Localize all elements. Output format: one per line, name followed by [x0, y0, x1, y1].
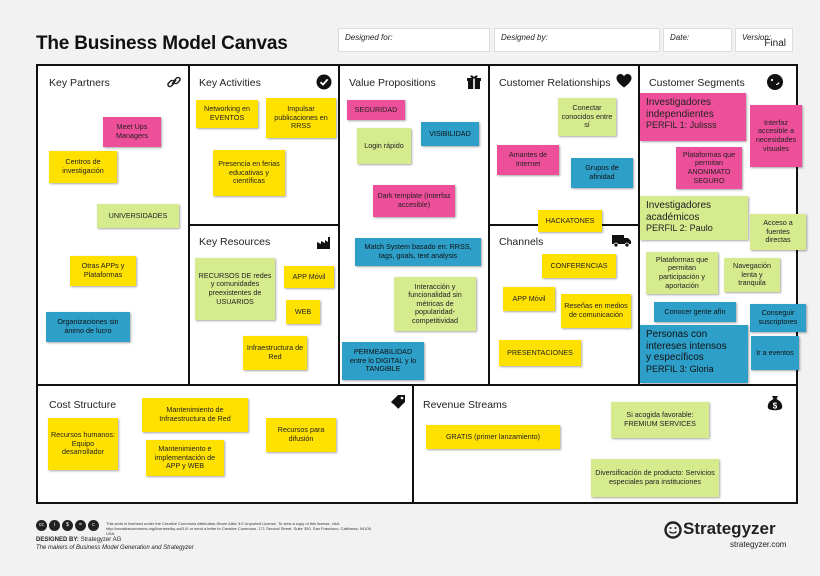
block-title-customer-segments: Customer Segments — [649, 77, 745, 89]
version-value: Final — [764, 38, 786, 49]
divider — [188, 224, 338, 226]
sticky-note[interactable]: PERMEABILIDAD entre lo DIGITAL y lo TANG… — [342, 342, 424, 380]
smiley-icon — [767, 74, 783, 90]
tag-icon — [391, 395, 405, 410]
license-text: This work is licensed under the Creative… — [106, 521, 372, 536]
link-icon — [167, 76, 181, 88]
block-title-customer-relationships: Customer Relationships — [499, 77, 611, 89]
sticky-note[interactable]: Presencia en ferias educativas y científ… — [213, 150, 285, 196]
strategyzer-logo-icon — [664, 521, 682, 539]
sticky-note[interactable]: Plataformas que permitan ANONIMATO SEGUR… — [676, 147, 742, 189]
sticky-note[interactable]: Plataformas que permitan participación y… — [646, 252, 718, 294]
sticky-note[interactable]: Conocer gente afín — [654, 302, 736, 322]
sticky-note[interactable]: Si acogida favorable: FREMIUM SERVICES — [611, 402, 709, 438]
sticky-note[interactable]: PRESENTACIONES — [499, 340, 581, 366]
sticky-note[interactable]: HACKATONES — [538, 210, 602, 232]
divider — [338, 66, 340, 386]
sticky-note[interactable]: Impulsar publicaciones en RRSS — [266, 98, 336, 138]
sticky-note[interactable]: APP Móvil — [284, 266, 334, 288]
sticky-note[interactable]: VISIBILIDAD — [421, 122, 479, 146]
designed-by-field[interactable]: Designed by: — [494, 28, 660, 52]
designed-by-block: DESIGNED BY: Strategyzer AG The makers o… — [36, 537, 194, 551]
brand-url[interactable]: strategyzer.com — [730, 540, 787, 549]
sticky-note[interactable]: Amantes de Internet — [497, 145, 559, 175]
divider — [188, 66, 190, 386]
designed-for-label: Designed for: — [345, 33, 393, 42]
block-title-revenue-streams: Revenue Streams — [423, 399, 508, 411]
sticky-note[interactable]: Infraestructura de Red — [243, 336, 307, 370]
block-title-value-propositions: Value Propositions — [349, 77, 436, 89]
sticky-note[interactable]: Conseguir suscriptores — [750, 304, 806, 332]
sticky-note[interactable]: Recursos humanos: Equipo desarrollador — [48, 418, 118, 470]
svg-text:$: $ — [773, 402, 778, 411]
sticky-note[interactable]: Diversificación de producto: Servicios e… — [591, 459, 719, 497]
block-title-key-partners: Key Partners — [49, 77, 110, 89]
cc-icon: cc — [36, 520, 47, 531]
sticky-note[interactable]: SEGURIDAD — [347, 100, 405, 120]
divider — [488, 66, 490, 386]
sticky-note[interactable]: GRATIS (primer lanzamiento) — [426, 425, 560, 449]
sticky-note[interactable]: Reseñas en medios de comunicación — [561, 294, 631, 328]
sticky-note[interactable]: Otras APPs y Plataformas — [70, 256, 136, 286]
divider — [38, 384, 796, 386]
sticky-note[interactable]: Centros de investigación — [49, 151, 117, 183]
block-title-key-activities: Key Activities — [199, 77, 261, 89]
sticky-note[interactable]: Organizaciones sin ánimo de lucro — [46, 312, 130, 342]
sticky-note[interactable]: Meet Ups Managers — [103, 117, 161, 147]
sticky-note[interactable]: Navegación lenta y tranquila — [724, 258, 780, 292]
sticky-note[interactable]: Interacción y funcionalidad sin métricas… — [394, 277, 476, 331]
checkmark-icon — [316, 74, 332, 90]
version-field[interactable]: Version: Final — [735, 28, 793, 52]
block-title-channels: Channels — [499, 236, 544, 248]
cc-by-icon: i — [49, 520, 60, 531]
sticky-note[interactable]: UNIVERSIDADES — [97, 204, 179, 228]
sticky-note[interactable]: WEB — [286, 300, 320, 324]
sticky-note[interactable]: APP Móvil — [503, 287, 555, 311]
sticky-note[interactable]: Networking en EVENTOS — [196, 100, 258, 128]
sticky-note[interactable]: RECURSOS DE redes y comunidades preexist… — [195, 258, 275, 320]
cc-sa-icon: = — [75, 520, 86, 531]
sticky-note[interactable]: Recursos para difusión — [266, 418, 336, 452]
date-field[interactable]: Date: — [663, 28, 732, 52]
divider — [412, 384, 414, 504]
version-label: Version: — [742, 33, 772, 42]
sticky-note[interactable]: Grupos de afinidad — [571, 158, 633, 188]
sticky-note[interactable]: Match System basado en: RRSS, tags, goal… — [355, 238, 481, 266]
cc-share-icon: c — [88, 520, 99, 531]
sticky-note[interactable]: Mantenimiento de Infraestructura de Red — [142, 398, 248, 432]
gift-icon — [467, 75, 481, 89]
moneybag-icon: $ — [767, 396, 783, 411]
date-label: Date: — [670, 33, 690, 42]
truck-icon — [612, 235, 631, 248]
divider — [638, 66, 640, 386]
block-title-key-resources: Key Resources — [199, 236, 271, 248]
sticky-note[interactable]: Conectar conocidos entre sí — [558, 98, 616, 136]
block-title-cost-structure: Cost Structure — [49, 399, 117, 411]
sticky-note[interactable]: Mantenimiento e implementación de APP y … — [146, 440, 224, 476]
cc-nc-icon: $ — [62, 520, 73, 531]
sticky-note[interactable]: CONFERENCIAS — [542, 254, 616, 278]
sticky-note[interactable]: Login rápido — [357, 128, 411, 164]
sticky-note[interactable]: Dark template (Interfaz accesible) — [373, 185, 455, 217]
page-title: The Business Model Canvas — [36, 33, 288, 54]
factory-icon — [317, 237, 330, 249]
designed-by-label: Designed by: — [501, 33, 548, 42]
brand-name: Strategyzer — [683, 519, 776, 538]
designed-for-field[interactable]: Designed for: — [338, 28, 490, 52]
sticky-note[interactable]: Acceso a fuentes directas — [750, 214, 806, 250]
sticky-note[interactable]: Ir a eventos — [751, 336, 799, 370]
heart-icon — [616, 74, 632, 88]
sticky-note[interactable]: Interfaz accesible a necesidades visuale… — [750, 105, 802, 167]
